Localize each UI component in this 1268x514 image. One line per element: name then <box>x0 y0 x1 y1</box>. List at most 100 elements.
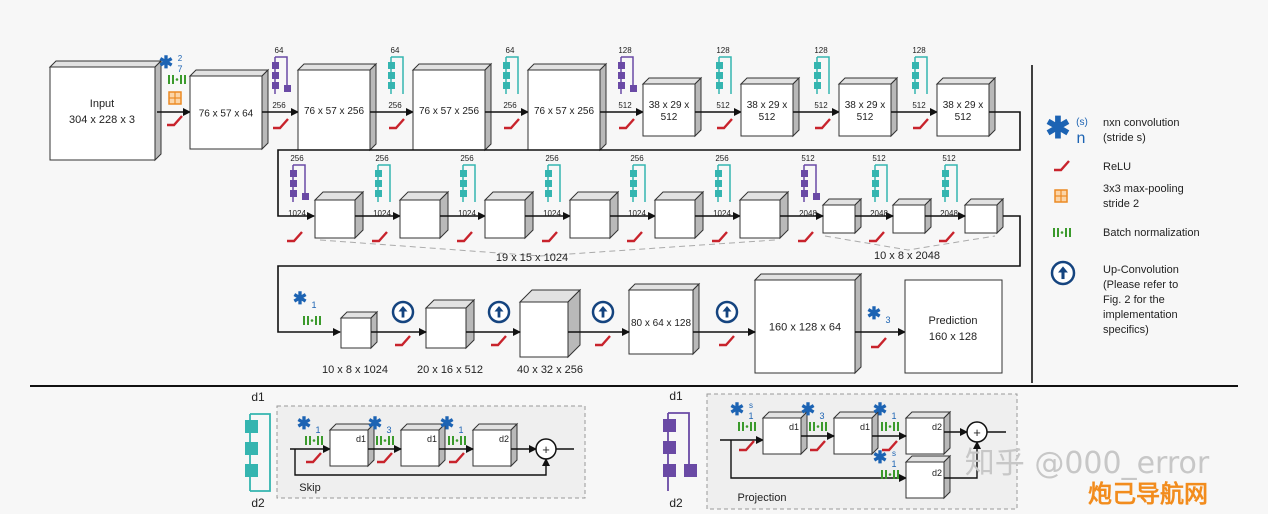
conv-kernel-label: 3 <box>386 425 391 435</box>
row1-block-2-front <box>297 69 371 151</box>
residual-in-channels: 256 <box>715 154 729 163</box>
bn-bar <box>180 75 182 84</box>
bn-dot <box>745 425 749 428</box>
residual-layer-box <box>460 180 467 187</box>
residual-layer-box <box>618 72 625 79</box>
row1-block-8 <box>935 76 997 138</box>
row2-relu-icon <box>542 231 558 243</box>
row3-relu-icon <box>719 335 735 347</box>
projection-in-label: d1 <box>669 389 683 403</box>
projection-shortcut-block-top <box>904 455 952 463</box>
legend-conv-label: (stride s) <box>1103 132 1146 144</box>
skip-block-label: d1 <box>356 434 366 444</box>
residual-in-channels: 512 <box>872 154 886 163</box>
row3-block-3-side <box>567 288 581 359</box>
projection-batchnorm-icon <box>881 422 899 431</box>
row2-relu-icon <box>287 231 303 243</box>
input-cube <box>48 59 163 162</box>
projection-shortcut-batchnorm-icon <box>881 470 899 479</box>
row1-block-7-side <box>890 76 898 138</box>
residual-out-channels: 256 <box>503 101 517 110</box>
legend-pool-label: stride 2 <box>1103 198 1139 210</box>
row1-relu-icon <box>504 118 520 130</box>
projection-shortcut-out <box>944 441 981 479</box>
row1-relu-icon <box>389 118 405 130</box>
bn-bar <box>168 75 170 84</box>
legend-conv-label: nxn convolution <box>1103 117 1179 129</box>
projection-relu-icon <box>739 440 755 452</box>
upconv-arrowhead <box>1058 266 1068 273</box>
residual-out-channels: 2048 <box>870 209 888 218</box>
final-relu-icon <box>871 337 887 349</box>
row1-block-3-front <box>412 69 486 151</box>
bn-bar <box>388 436 390 445</box>
row1-relu-icon <box>913 118 929 130</box>
row1-block-6-front <box>740 83 794 137</box>
bn-bar <box>309 436 311 445</box>
legend-pool-label: 3x3 max-pooling <box>1103 183 1184 195</box>
bn-dot <box>383 439 387 442</box>
row1-block-6-side <box>792 76 800 138</box>
bn-dot <box>888 473 892 476</box>
skip-block-2 <box>399 422 447 468</box>
residual-layer-box <box>716 82 723 89</box>
row1-block-7-front <box>838 83 892 137</box>
residual-layer-box <box>814 72 821 79</box>
skip-out-label: d2 <box>251 496 265 510</box>
row3-block-2 <box>424 298 476 350</box>
bn-dot <box>888 425 892 428</box>
row2-group1-label: 19 x 15 x 1024 <box>496 252 568 264</box>
bn-bar <box>742 422 744 431</box>
residual-layer-box <box>375 170 382 177</box>
projection-block-3-side <box>943 410 951 456</box>
projection-title: Projection <box>738 492 787 504</box>
input-dims: 304 x 228 x 3 <box>69 114 135 126</box>
residual-layer-box <box>503 72 510 79</box>
input-cube-front <box>49 66 156 161</box>
residual-layer-box <box>872 190 879 197</box>
residual-layer-box <box>872 170 879 177</box>
row-connector <box>277 111 1021 220</box>
residual-out-channels: 256 <box>388 101 402 110</box>
row1-block-8-side <box>988 76 996 138</box>
residual-layer-box <box>272 62 279 69</box>
row2-residual-icon: 512 2048 <box>870 154 888 218</box>
residual-layer-box <box>290 180 297 187</box>
residual-in-channels: 128 <box>912 46 926 55</box>
final-conv-3x3: ✱3 <box>867 304 891 325</box>
conv-kernel-label: 7 <box>177 64 182 74</box>
row2-block-1-side <box>354 190 364 240</box>
row1-block-label: 76 x 57 x 256 <box>304 106 364 117</box>
projection-shortcut-label: d2 <box>932 468 942 478</box>
residual-layer-box <box>503 62 510 69</box>
row1-block-4-side <box>599 62 607 152</box>
residual-out-channels: 2048 <box>799 209 817 218</box>
conv-kernel-label: 1 <box>315 425 320 435</box>
bn-bar <box>881 422 883 431</box>
row1-block-6-top <box>739 77 801 85</box>
skip-relu-icon <box>377 452 393 464</box>
row1-block-2-side <box>369 62 377 152</box>
bn-bar <box>464 436 466 445</box>
row2-block-5 <box>653 190 705 240</box>
conv-kernel-label: 3 <box>885 315 890 325</box>
projection-icon-shortcut-box <box>684 464 697 477</box>
bn-bar <box>897 470 899 479</box>
skip-conv: ✱1 <box>440 414 464 435</box>
conv-star-icon: ✱ <box>867 304 881 323</box>
residual-out-channels: 2048 <box>940 209 958 218</box>
skip-block-1-front <box>329 429 369 467</box>
residual-out-channels: 1024 <box>543 209 561 218</box>
residual-in-channels: 256 <box>630 154 644 163</box>
bn-bar <box>452 436 454 445</box>
row3-block-2-front <box>425 307 467 349</box>
residual-projection-box <box>302 193 309 200</box>
row1-block-8-front <box>936 83 990 137</box>
legend-upconv-label: Up-Convolution <box>1103 264 1179 276</box>
residual-out-channels: 1024 <box>713 209 731 218</box>
skip-batchnorm-icon <box>305 436 323 445</box>
residual-layer-box <box>912 72 919 79</box>
